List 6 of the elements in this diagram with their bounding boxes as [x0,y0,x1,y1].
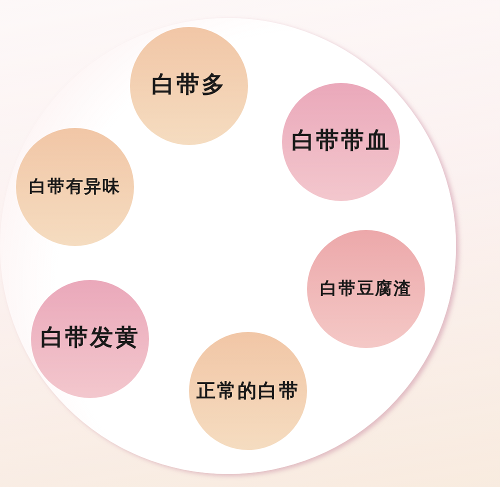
circle-label: 白带多 [152,73,226,99]
circle-label: 白带发黄 [40,326,140,352]
circle-label: 白带豆腐渣 [320,280,412,298]
circle-label: 白带有异味 [29,178,121,196]
circle-label: 正常的白带 [196,380,300,402]
circle-label: 白带带血 [291,129,391,155]
